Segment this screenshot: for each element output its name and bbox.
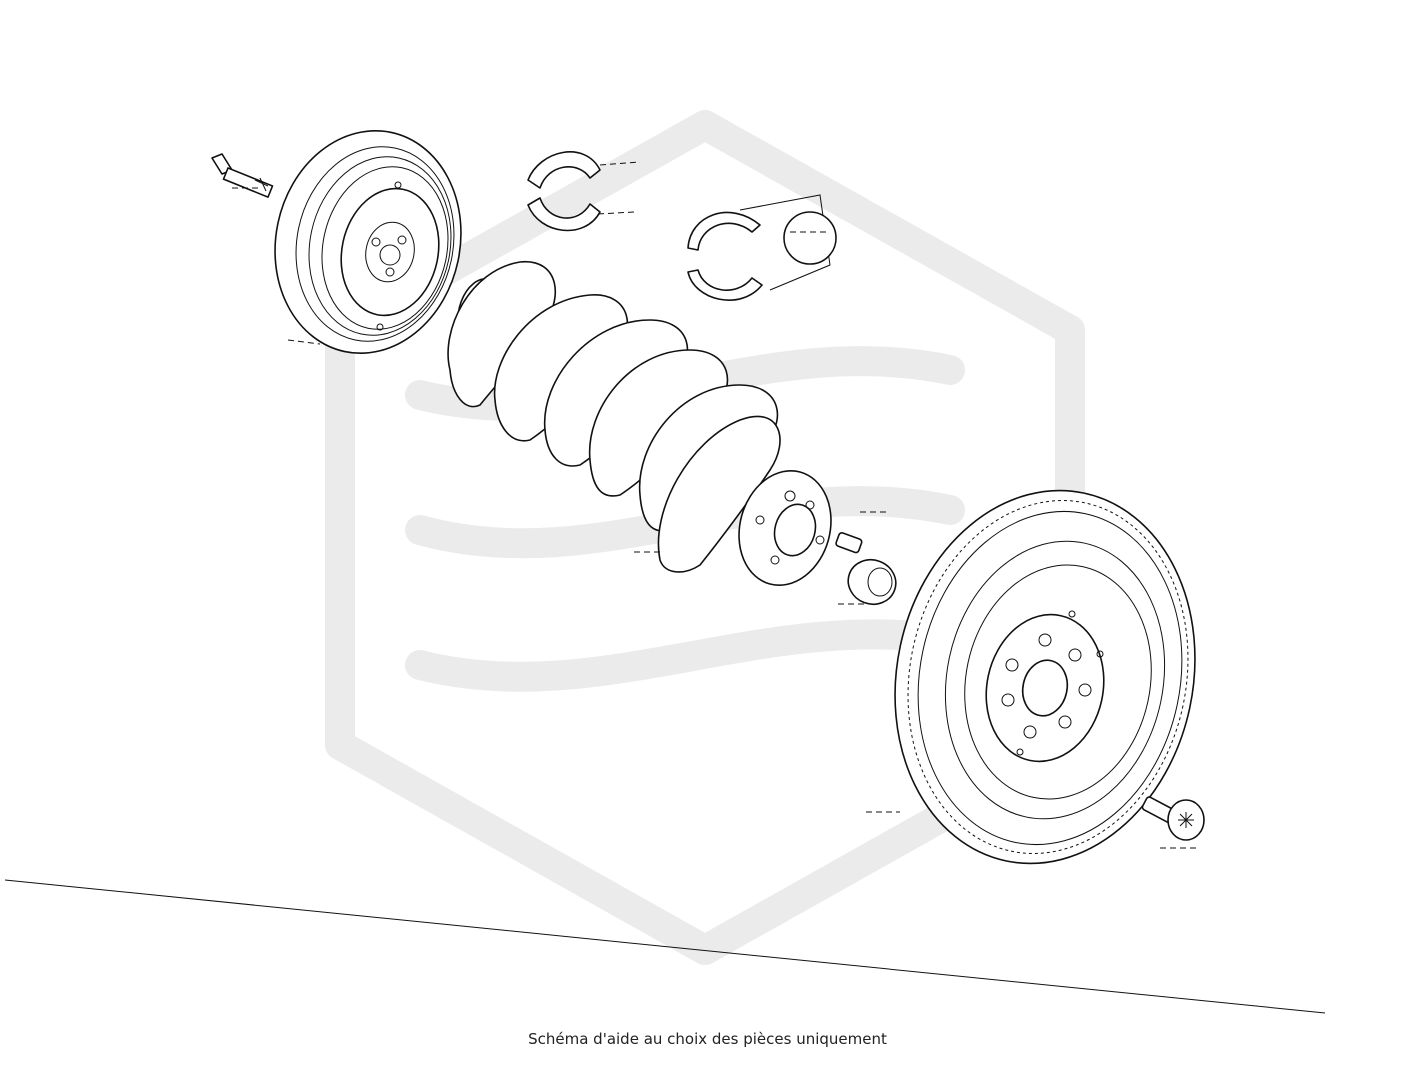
locating-pin: [835, 511, 890, 554]
crank-pulley-bolt: [211, 153, 274, 198]
thrust-washers: [687, 194, 837, 301]
main-bearing-shells: [527, 151, 641, 232]
crankshaft: [447, 261, 832, 587]
dual-mass-flywheel: [866, 489, 1196, 865]
crankshaft-pulley-damper: [274, 129, 462, 355]
diagram-caption: Schéma d'aide au choix des pièces unique…: [528, 1030, 887, 1048]
flywheel-bolt: [1141, 796, 1205, 849]
pilot-bearing: [838, 558, 897, 606]
perspective-line: [4, 879, 1326, 1014]
